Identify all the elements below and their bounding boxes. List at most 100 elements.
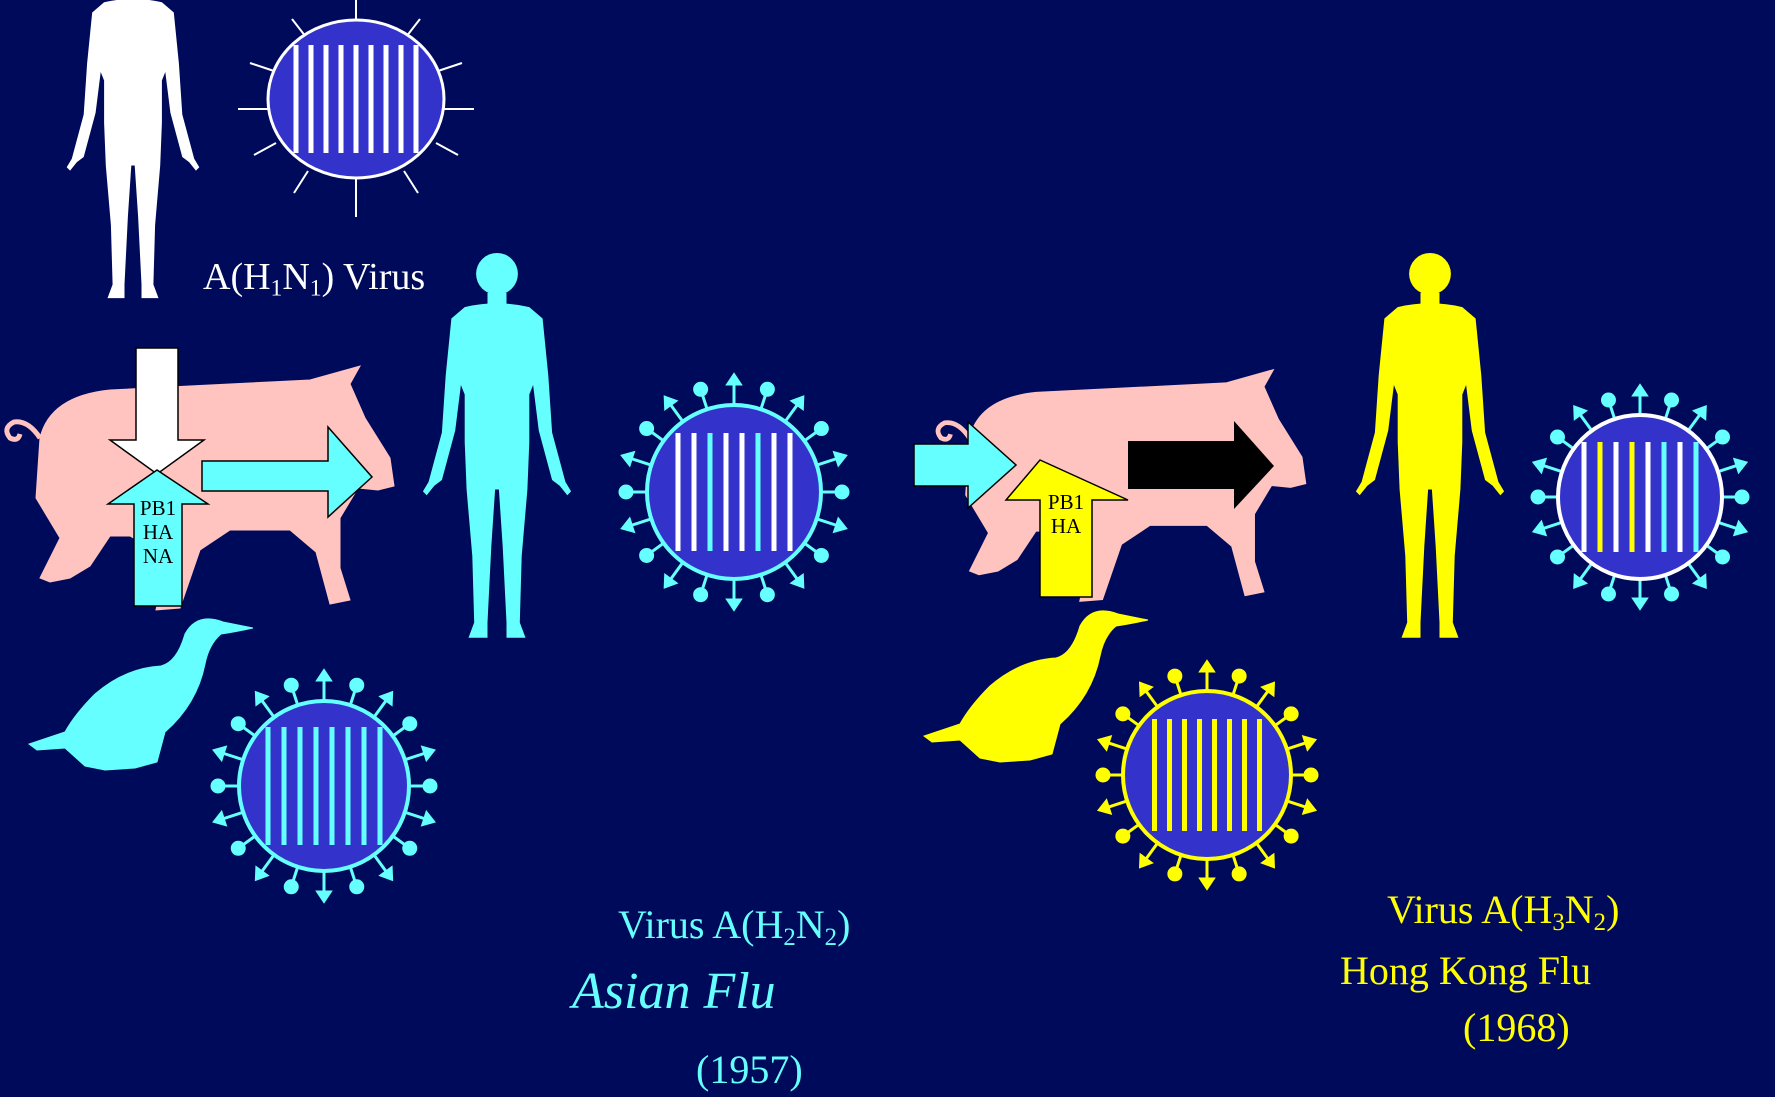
hemagglutinin-knob [232,718,244,730]
gene-segment [1167,719,1172,831]
gene-label: PB1 [136,496,180,520]
gene-segment [369,45,374,153]
hemagglutinin-knob [1097,769,1109,781]
neuraminidase-tip [1100,737,1110,748]
neuraminidase-tip [1201,879,1213,888]
neuraminidase-tip [1695,407,1705,418]
neuraminidase-tip [1735,460,1745,471]
gene-label: NA [136,544,180,568]
virus-particle-icon [1532,386,1748,608]
gene-segment [1152,719,1157,831]
gene-segment [724,433,729,551]
asian-flu-label: Asian Flu [572,966,776,1018]
gene-segment [324,45,329,153]
hemagglutinin-knob [404,718,416,730]
gene-segment [756,433,761,551]
h1n1-virus-label: A(H1N1) Virus [203,258,425,296]
hemagglutinin-knob [620,486,632,498]
hemagglutinin-knob [815,423,827,435]
neuraminidase-tip [1100,801,1110,812]
hemagglutinin-knob [761,383,773,395]
hemagglutinin-knob [641,549,653,561]
h3n2-virus-label: Virus A(H3N2) [1387,890,1619,930]
neuraminidase-tip [1634,599,1646,608]
up-arrow-gene-list: PB1 HA NA [136,496,180,568]
hemagglutinin-knob [641,423,653,435]
gene-segment [354,45,359,153]
hemagglutinin-knob [815,549,827,561]
neuraminidase-tip [1534,460,1544,471]
virus-spike [631,519,652,526]
duck-icon [924,611,1148,762]
human-figure-icon [423,253,571,638]
gene-segment [740,433,745,551]
hemagglutinin-knob [1736,491,1748,503]
neuraminidase-tip [256,693,266,704]
gene-segment [384,45,389,153]
gene-segment [1614,442,1619,552]
neuraminidase-tip [1575,407,1585,418]
gene-segment [309,45,314,153]
hemagglutinin-knob [1602,394,1614,406]
neuraminidase-tip [793,397,803,408]
hemagglutinin-knob [1551,431,1563,443]
neuraminidase-tip [1575,576,1585,587]
hemagglutinin-knob [1117,708,1129,720]
neuraminidase-tip [1141,856,1151,867]
hemagglutinin-knob [695,589,707,601]
virus-spike [373,854,386,872]
virus-particle-icon [212,671,436,901]
neuraminidase-tip [665,576,675,587]
neuraminidase-tip [318,892,330,901]
neuraminidase-tip [623,453,633,464]
gene-segment [1182,719,1187,831]
gene-segment [1598,442,1603,552]
neuraminidase-tip [793,576,803,587]
hemagglutinin-knob [1285,708,1297,720]
hemagglutinin-knob [1532,491,1544,503]
human-figure-icon [67,0,200,298]
hemagglutinin-knob [1169,868,1181,880]
gene-segment [346,727,351,845]
hemagglutinin-knob [351,881,363,893]
gene-label: HA [1040,514,1092,538]
hemagglutinin-knob [404,842,416,854]
hemagglutinin-knob [232,842,244,854]
hemagglutinin-knob [1233,670,1245,682]
hemagglutinin-knob [1551,551,1563,563]
gene-segment [772,433,777,551]
neuraminidase-tip [381,868,391,879]
duck-icon [29,619,253,770]
neuraminidase-tip [1201,662,1213,671]
hemagglutinin-knob [1717,431,1729,443]
neuraminidase-tip [665,397,675,408]
gene-segment [330,727,335,845]
neuraminidase-tip [728,375,740,384]
up-arrow-gene-list: PB1 HA [1040,490,1092,538]
neuraminidase-tip [623,520,633,531]
asian-flu-year: (1957) [696,1050,803,1090]
hemagglutinin-knob [1285,830,1297,842]
hemagglutinin-knob [285,679,297,691]
virus-particle-icon [238,0,474,217]
gene-segment [1662,442,1667,552]
gene-segment [1582,442,1587,552]
virus-spike [404,812,425,819]
hemagglutinin-knob [836,486,848,498]
gene-segment [1694,442,1699,552]
gene-segment [1257,719,1262,831]
gene-segment [788,433,793,551]
neuraminidase-tip [215,813,225,824]
neuraminidase-tip [1634,386,1646,395]
gene-segment [1630,442,1635,552]
hemagglutinin-knob [1305,769,1317,781]
virus-spike [223,812,244,819]
neuraminidase-tip [1304,737,1314,748]
virus-spike [373,700,386,718]
gene-segment [1227,719,1232,831]
hemagglutinin-knob [285,881,297,893]
gene-segment [282,727,287,845]
hemagglutinin-knob [212,780,224,792]
neuraminidase-tip [1735,523,1745,534]
